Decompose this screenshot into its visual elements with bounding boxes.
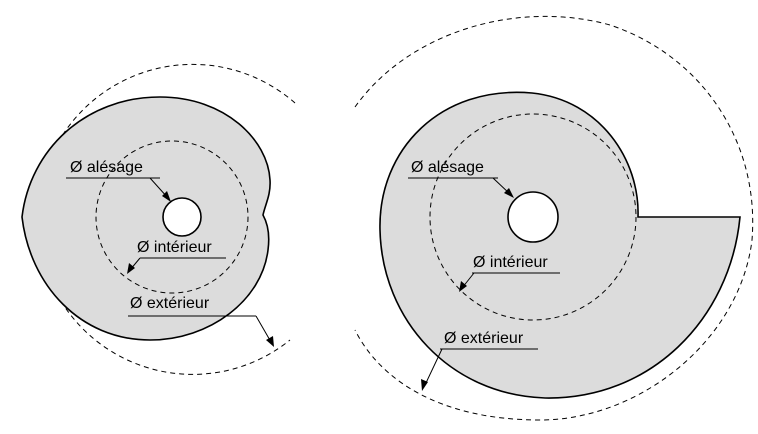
right-inner-diameter-circle [429,113,637,321]
right-bore-label: Ø alésage [411,159,484,176]
right-outer-diameter-circle [354,15,754,421]
left-inner-label: Ø intérieur [137,239,212,256]
left-inner-diameter-circle [95,140,249,294]
right-inner-arrowhead [459,281,467,292]
left-outer-label: Ø extérieur [130,295,210,312]
left-inner-arrowhead [127,263,135,274]
right-bore-arrowhead [504,188,514,198]
right-outer-label: Ø extérieur [444,330,524,347]
right-cam-body [379,91,741,399]
left-outer-arrowhead [266,336,274,347]
left-cam-figure: Ø alésage Ø intérieur Ø extérieur [21,63,296,375]
left-bore-label: Ø alésage [70,159,143,176]
left-cam-body [21,96,271,341]
left-outer-leader [255,315,272,343]
left-bore-hole [162,197,202,237]
right-outer-arrowhead [421,379,428,391]
left-bore-arrowhead [162,191,171,202]
right-bore-hole [507,191,559,243]
right-inner-label: Ø intérieur [473,254,548,271]
right-outer-leader [424,348,443,386]
right-cam-figure: Ø alésage Ø intérieur Ø extérieur [354,15,754,421]
